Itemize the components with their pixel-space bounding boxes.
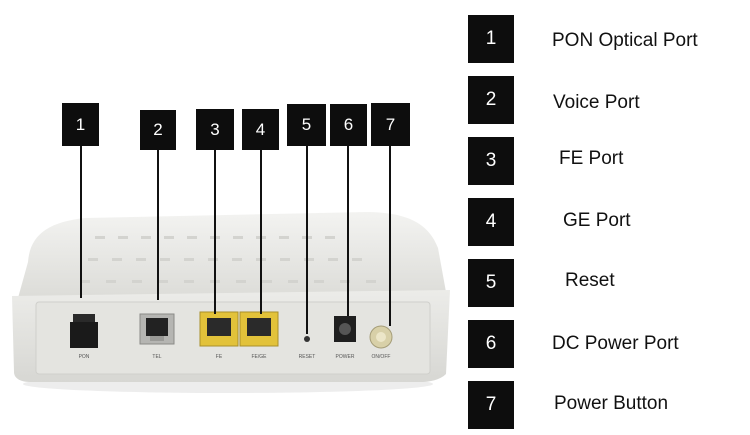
legend-number-6: 6 — [468, 320, 514, 368]
port-label-reset: RESET — [299, 354, 316, 360]
legend-number-7: 7 — [468, 381, 514, 429]
port-label-onoff: ON/OFF — [372, 354, 391, 360]
legend-number-4: 4 — [468, 198, 514, 246]
callout-1: 1 — [62, 103, 99, 146]
legend-label-fe-port: FE Port — [559, 148, 623, 170]
legend-number-1: 1 — [468, 15, 514, 63]
callout-6: 6 — [330, 104, 367, 146]
leader-line-5 — [306, 146, 308, 334]
callout-5: 5 — [287, 104, 326, 146]
callout-7: 7 — [371, 103, 410, 146]
pon-port — [70, 322, 98, 348]
port-label-tel: TEL — [152, 354, 161, 360]
leader-line-6 — [347, 146, 349, 316]
callout-3: 3 — [196, 109, 234, 150]
device-top-cover — [18, 212, 446, 298]
leader-line-3 — [214, 150, 216, 314]
legend-label-pon-optical-port: PON Optical Port — [552, 30, 698, 52]
port-label-fe: FE — [216, 354, 223, 360]
legend-number-5: 5 — [468, 259, 514, 307]
callout-2: 2 — [140, 110, 176, 150]
callout-4: 4 — [242, 109, 279, 150]
leader-line-4 — [260, 150, 262, 314]
leader-line-2 — [157, 150, 159, 300]
reset-hole — [304, 336, 310, 342]
legend-label-voice-port: Voice Port — [553, 92, 640, 114]
leader-line-7 — [389, 146, 391, 326]
legend-number-3: 3 — [468, 137, 514, 185]
port-label-pon: PON — [79, 354, 90, 360]
port-label-power: POWER — [336, 354, 355, 360]
leader-line-1 — [80, 146, 82, 298]
port-label-fege: FE/GE — [251, 354, 267, 360]
legend-label-power-button: Power Button — [554, 393, 668, 415]
legend-label-dc-power-port: DC Power Port — [552, 333, 679, 355]
legend-label-ge-port: GE Port — [563, 210, 631, 232]
legend-label-reset: Reset — [565, 270, 615, 292]
legend-number-2: 2 — [468, 76, 514, 124]
ont-device-illustration: PON TEL FE FE/GE RESET POWER ON/OFF — [0, 0, 460, 435]
